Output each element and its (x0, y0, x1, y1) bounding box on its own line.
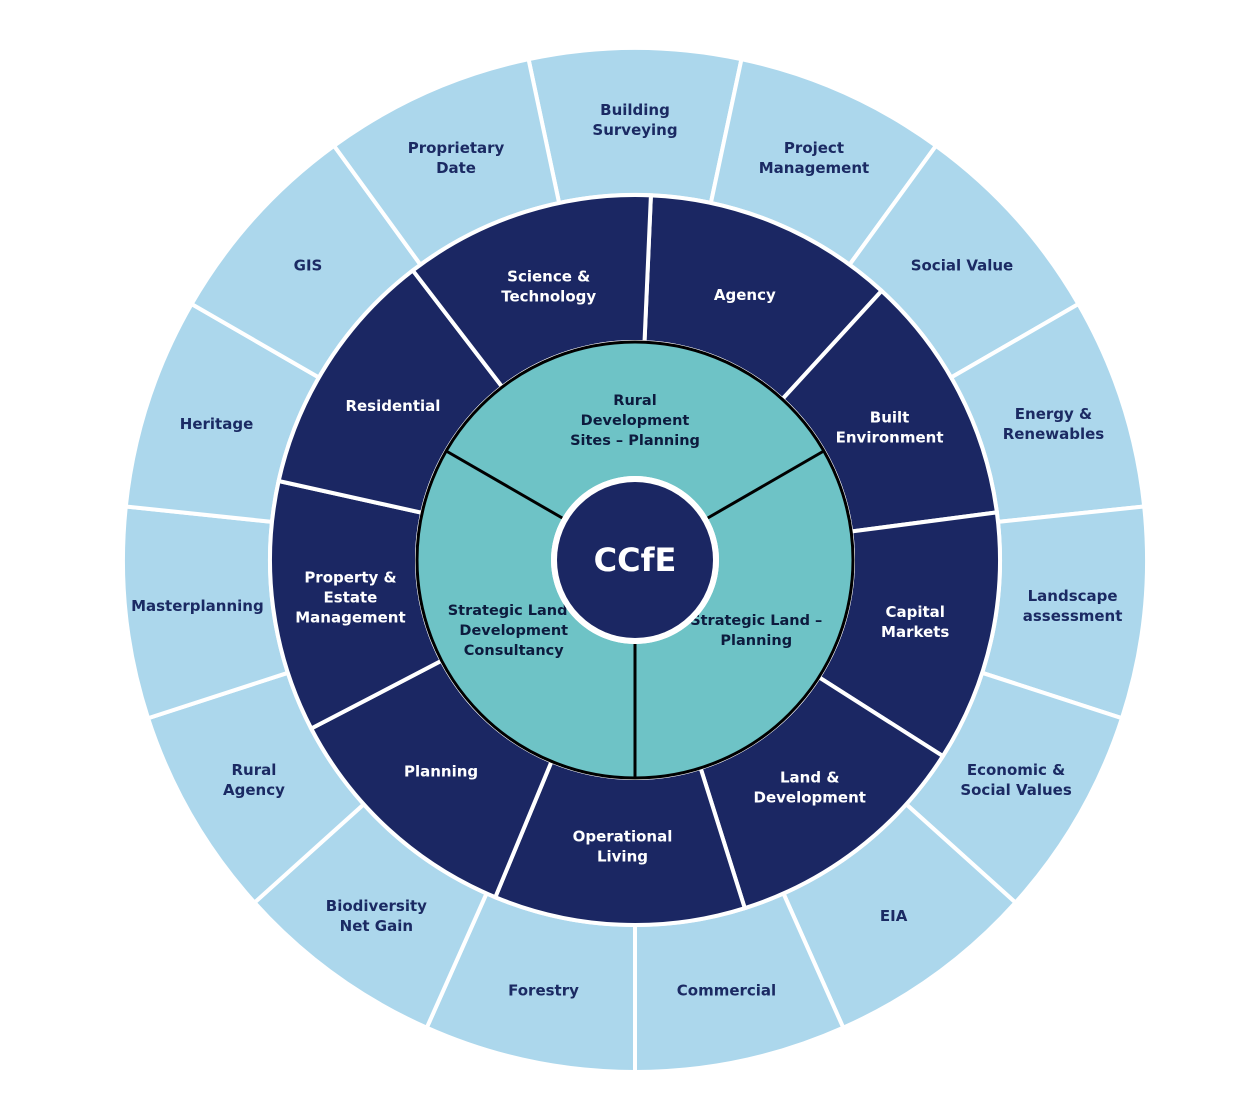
outer_ring-label: Energy & Renewables (1003, 405, 1105, 443)
outer_ring-label-line: Social Values (960, 781, 1072, 799)
inner_ring-label-line: Sites – Planning (570, 433, 700, 449)
outer_ring-label-line: Surveying (592, 121, 677, 139)
inner_ring-segment (635, 451, 853, 778)
inner_ring-label-line: Planning (720, 633, 792, 649)
middle_ring-label: Residential (345, 397, 440, 415)
outer_ring-label-line: assessment (1023, 607, 1123, 625)
middle_ring-label-line: Estate (324, 588, 378, 606)
middle_ring-label: Science & Technology (501, 267, 596, 305)
inner_ring-label-line: Development (459, 623, 568, 639)
inner_ring-divider (445, 449, 564, 520)
middle_ring-label-line: Land & (780, 769, 839, 787)
middle_ring-label-line: Agency (714, 286, 776, 304)
middle_ring-label-line: Environment (836, 428, 944, 446)
outer_ring-label-line: Energy & (1015, 405, 1092, 423)
inner_ring-label-line: Strategic Land – (690, 613, 822, 629)
inner_ring-segment (416, 451, 635, 778)
outer_ring-label-line: Management (759, 159, 869, 177)
outer_ring-label-line: Social Value (911, 257, 1014, 275)
middle_ring-label-line: Markets (881, 623, 949, 641)
inner_ring-label-line: Strategic Land – (448, 603, 580, 619)
inner_ring-segment (446, 342, 824, 518)
inner_ring-label-line: Development (581, 413, 690, 429)
outer_ring-label-line: Project (784, 139, 844, 157)
center-hub: CCfE (551, 476, 719, 644)
middle_ring-label: Agency (714, 286, 776, 304)
outer_ring-label: GIS (294, 257, 323, 275)
center-label: CCfE (594, 541, 677, 579)
middle_ring-label-line: Technology (501, 287, 596, 305)
outer_ring-label: EIA (880, 907, 908, 925)
outer_ring-label-line: Heritage (180, 415, 253, 433)
outer_ring-label-line: Rural (232, 761, 277, 779)
outer_ring-label: Masterplanning (131, 597, 264, 615)
middle_ring-label-line: Built (870, 408, 910, 426)
outer_ring-label: Economic & Social Values (960, 761, 1072, 799)
middle_ring-label-line: Planning (404, 763, 478, 781)
inner_ring-border (415, 340, 855, 780)
middle_ring-label-line: Living (597, 848, 648, 866)
outer_ring-label-line: Net Gain (340, 917, 413, 935)
inner_ring-label-line: Rural (613, 393, 656, 409)
inner_ring-label: Strategic Land – Planning (690, 613, 822, 649)
middle_ring-label-line: Science & (507, 267, 590, 285)
outer_ring-label-line: Proprietary (408, 139, 505, 157)
outer_ring-label: Heritage (180, 415, 253, 433)
outer_ring-label-line: GIS (294, 257, 323, 275)
inner_ring-divider (706, 449, 825, 520)
middle_ring-label-line: Residential (345, 397, 440, 415)
middle_ring-label: Land & Development (754, 769, 866, 807)
middle_ring-label-line: Property & (304, 568, 396, 586)
middle_ring-label-line: Capital (885, 603, 944, 621)
middle_ring-label: Planning (404, 763, 478, 781)
outer_ring-label: Forestry (508, 981, 579, 999)
outer_ring-label-line: EIA (880, 907, 908, 925)
outer_ring-label: Landscape assessment (1023, 587, 1123, 625)
outer_ring-label-line: Biodiversity (326, 897, 427, 915)
inner_ring-label-line: Consultancy (464, 643, 564, 659)
outer_ring-label-line: Landscape (1028, 587, 1118, 605)
outer_ring-label-line: Building (600, 101, 670, 119)
outer_ring-label-line: Commercial (677, 981, 776, 999)
center-circle (557, 482, 713, 638)
outer_ring-label-line: Masterplanning (131, 597, 264, 615)
outer_ring-label-line: Date (436, 159, 476, 177)
outer_ring-label-line: Economic & (967, 761, 1065, 779)
middle_ring-label-line: Operational (573, 828, 673, 846)
middle_ring-label-line: Management (295, 608, 405, 626)
outer_ring-label-line: Forestry (508, 981, 579, 999)
middle_ring-label-line: Development (754, 789, 866, 807)
outer_ring-label: Social Value (911, 257, 1014, 275)
outer_ring-label-line: Renewables (1003, 425, 1105, 443)
outer_ring-label: Commercial (677, 981, 776, 999)
outer_ring-label-line: Agency (223, 781, 285, 799)
